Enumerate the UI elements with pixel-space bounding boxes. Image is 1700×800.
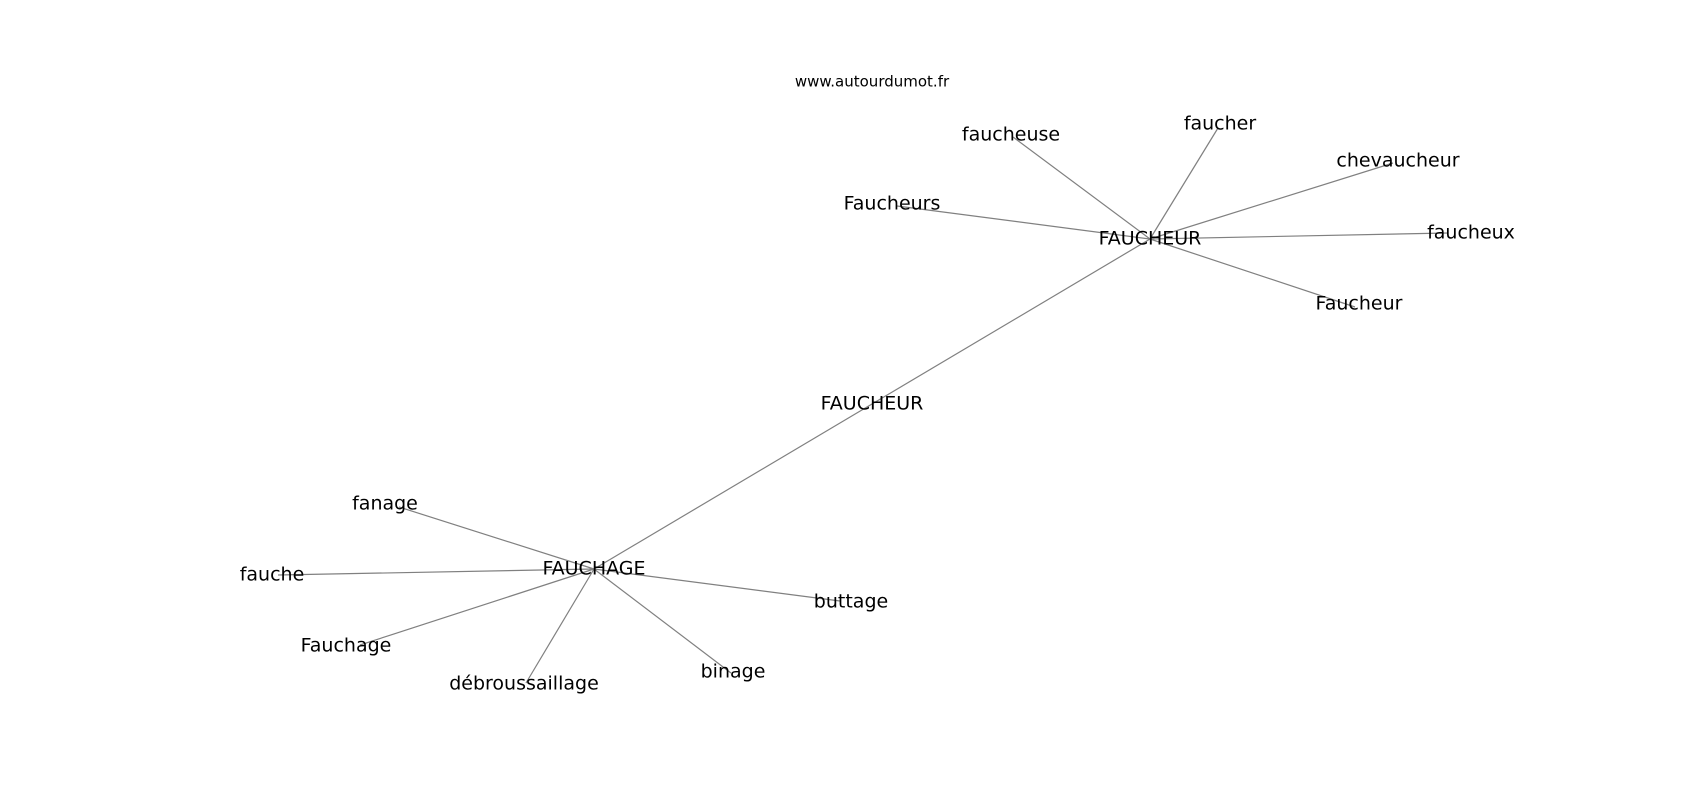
node-label-debroussaillage[interactable]: débroussaillage <box>449 673 599 695</box>
edge-hub-fauchage-buttage <box>593 568 841 602</box>
node-label-faucheuse[interactable]: faucheuse <box>962 124 1060 146</box>
edge-hub-faucheur-faucheur-cap <box>1149 238 1356 308</box>
edge-hub-faucheur-faucheux <box>1149 232 1449 240</box>
edge-hub-fauchage-debroussaillage <box>525 568 595 684</box>
node-label-faucheur-cap[interactable]: Faucheur <box>1316 293 1403 315</box>
node-label-buttage[interactable]: buttage <box>814 591 888 613</box>
node-label-fanage[interactable]: fanage <box>352 493 418 515</box>
edge-hub-fauchage-fauchage-cap <box>359 568 595 646</box>
edge-hub-faucheur-faucheuse <box>1012 136 1151 240</box>
edge-hub-fauchage-fanage <box>398 506 595 570</box>
node-label-hub-faucheur[interactable]: FAUCHEUR <box>1099 228 1202 250</box>
node-label-faucher[interactable]: faucher <box>1184 113 1257 135</box>
edge-hub-faucheur-hub-fauchage <box>593 238 1151 570</box>
node-label-faucheurs[interactable]: Faucheurs <box>844 193 941 215</box>
edge-hub-fauchage-binage <box>593 568 732 674</box>
node-label-chevaucheur[interactable]: chevaucheur <box>1336 150 1459 172</box>
node-label-fauchage-cap[interactable]: Fauchage <box>301 635 392 657</box>
labels-layer: FAUCHEUR FAUCHEUR FAUCHAGE faucheuse faucher… <box>240 113 1515 695</box>
watermark-text: www.autourdumot.fr <box>795 73 950 91</box>
edge-hub-faucheur-faucher <box>1149 127 1219 240</box>
edge-hub-faucheur-chevaucheur <box>1149 162 1394 240</box>
node-label-hub-fauchage[interactable]: FAUCHAGE <box>542 558 645 580</box>
edge-hub-fauchage-fauche <box>277 568 595 576</box>
node-label-faucheux[interactable]: faucheux <box>1427 222 1515 244</box>
node-label-center[interactable]: FAUCHEUR <box>821 393 924 415</box>
node-label-fauche[interactable]: fauche <box>240 564 305 586</box>
node-label-binage[interactable]: binage <box>701 661 766 683</box>
edge-hub-faucheur-faucheurs <box>896 205 1151 240</box>
edges-layer <box>277 127 1449 684</box>
